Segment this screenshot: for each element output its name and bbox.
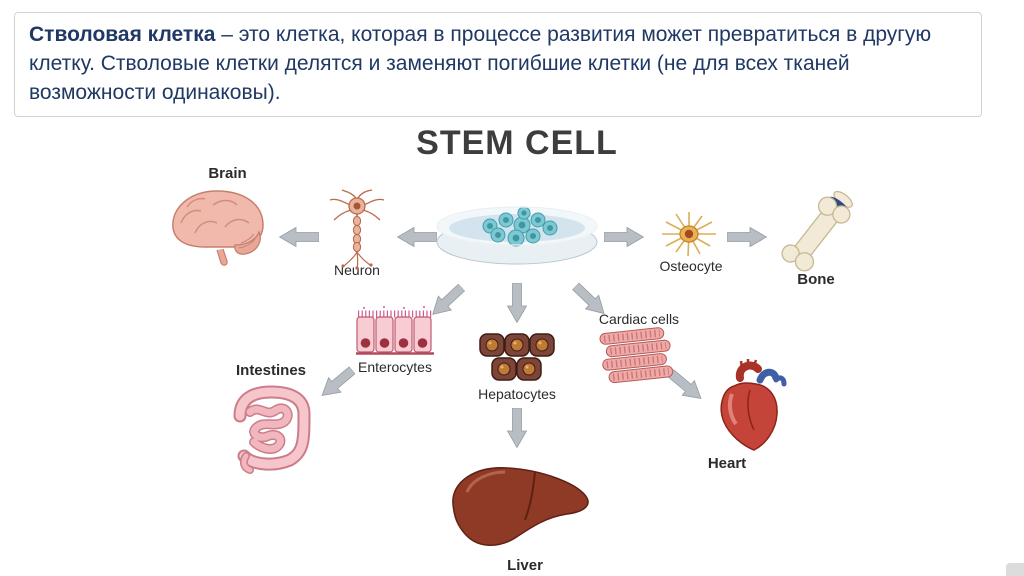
definition-box: Стволовая клетка – это клетка, которая в… (14, 12, 982, 117)
arrow-enterocytes-to-intestines (315, 362, 360, 405)
arrow-dish-to-hepatocytes (506, 283, 528, 323)
arrow-hepatocytes-to-liver (506, 408, 528, 448)
arrow-cardiac-cells-to-heart (664, 365, 709, 408)
arrow-osteocyte-to-bone (727, 226, 767, 248)
cardiac-cells-illustration (599, 327, 677, 385)
brain-label: Brain (208, 165, 247, 182)
definition-text: – это клетка, которая в процессе развити… (29, 23, 932, 104)
corner-artifact (1006, 563, 1024, 576)
arrow-dish-to-osteocyte (604, 226, 644, 248)
hepatocytes-illustration (477, 331, 557, 383)
hepatocytes-label: Hepatocytes (478, 386, 556, 402)
arrow-dish-to-cardiac-cells (568, 278, 612, 322)
arrow-dish-to-enterocytes (425, 279, 469, 322)
enterocytes-label: Enterocytes (358, 359, 432, 375)
bone-label: Bone (797, 271, 835, 288)
petri-dish-illustration (432, 198, 602, 270)
intestines-label: Intestines (235, 362, 307, 379)
arrow-dish-to-neuron (397, 226, 437, 248)
brain-illustration (165, 183, 273, 271)
osteocyte-label: Osteocyte (659, 258, 723, 274)
neuron-label: Neuron (334, 262, 380, 278)
arrow-neuron-to-brain (279, 226, 319, 248)
definition-term: Стволовая клетка (29, 23, 216, 46)
cardiac-cells-label: Cardiac cells (598, 311, 680, 327)
enterocytes-illustration (352, 305, 438, 359)
liver-illustration (447, 456, 593, 558)
bone-illustration (772, 188, 860, 280)
diagram-title: STEM CELL (416, 124, 618, 162)
liver-label: Liver (507, 557, 543, 574)
intestines-illustration (220, 382, 322, 474)
neuron-illustration (318, 188, 396, 270)
osteocyte-illustration (658, 208, 720, 260)
heart-illustration (710, 358, 790, 453)
heart-label: Heart (707, 455, 747, 472)
